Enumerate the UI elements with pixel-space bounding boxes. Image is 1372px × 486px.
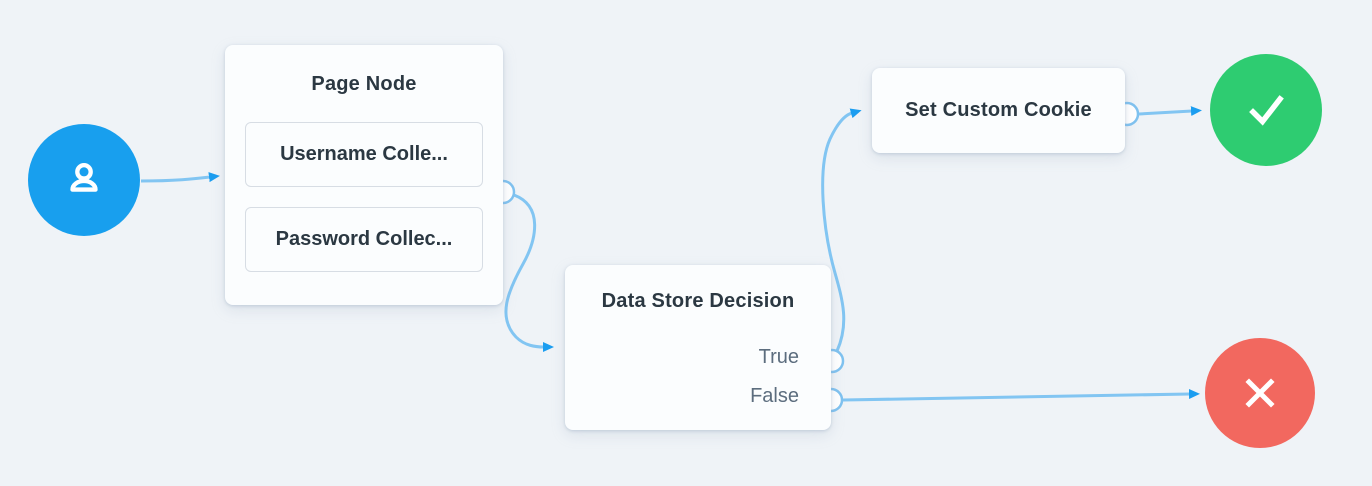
edge-start-to-page[interactable] (140, 172, 220, 183)
failure-end-node[interactable] (1205, 338, 1315, 448)
data-store-decision-card[interactable]: Data Store Decision True False (565, 265, 831, 430)
cookie-title: Set Custom Cookie (905, 99, 1092, 121)
user-icon (70, 162, 98, 192)
decision-output-true-label: True (758, 346, 799, 368)
decision-output-false-label: False (750, 385, 799, 407)
edge-cookie-to-success[interactable] (1138, 106, 1202, 117)
edge-decision-false-to-failure[interactable] (842, 389, 1200, 402)
page-node-card[interactable]: Page Node Username Colle... Password Col… (225, 45, 503, 305)
edge-page-to-decision[interactable] (504, 193, 554, 352)
x-icon (1245, 378, 1275, 408)
decision-title: Data Store Decision (601, 290, 795, 312)
field-username-collector[interactable]: Username Colle... (245, 122, 483, 187)
start-user-node[interactable] (28, 124, 140, 236)
page-node-title: Page Node (311, 73, 417, 95)
edge-decision-true-to-cookie[interactable] (821, 108, 862, 352)
check-icon (1249, 95, 1284, 126)
field-password-collector[interactable]: Password Collec... (245, 207, 483, 272)
success-end-node[interactable] (1210, 54, 1322, 166)
set-custom-cookie-card[interactable]: Set Custom Cookie (872, 68, 1125, 153)
